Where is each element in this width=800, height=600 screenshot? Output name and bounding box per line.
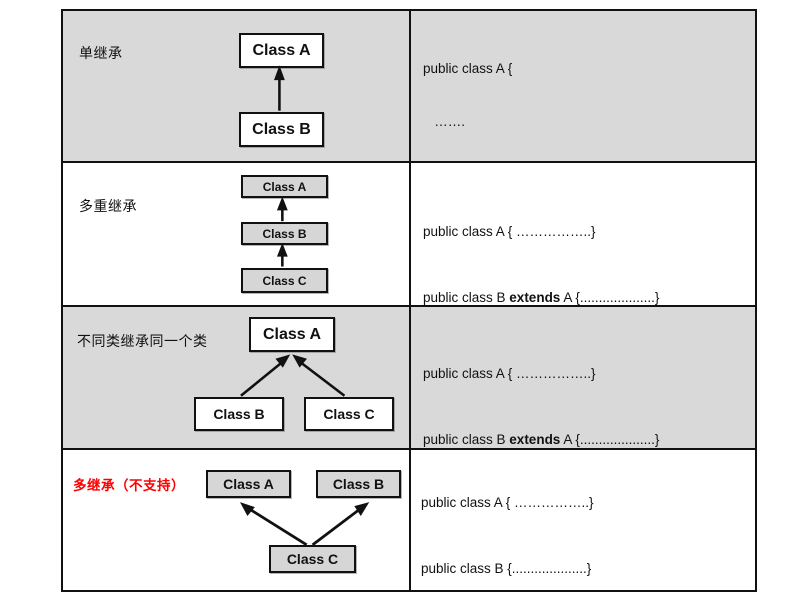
uml-class-box[interactable]: Class A — [206, 470, 291, 498]
code-cell-single-inheritance: public class A { ……. } public class B ex… — [411, 11, 755, 161]
code-line: public class B extends A {..............… — [423, 432, 660, 448]
code-line: ……. — [423, 113, 466, 129]
table-row: 不同类继承同一个类 Class A Class B Class C public… — [63, 307, 755, 450]
code-snippet: public class A { ……………..} public class B… — [421, 462, 596, 590]
code-snippet: public class A { ……. } public class B ex… — [423, 25, 580, 161]
diagram-cell-hierarchical-inheritance: 不同类继承同一个类 Class A Class B Class C — [63, 307, 411, 448]
uml-class-box[interactable]: Class A — [241, 175, 328, 198]
table-row: 多继承（不支持） Class A Class B Class C public … — [63, 450, 755, 590]
code-cell-multiple-inheritance: public class A { ……………..} public class B… — [411, 450, 755, 590]
category-label: 单继承 — [79, 45, 123, 61]
code-cell-hierarchical-inheritance: public class A { ……………..} public class B… — [411, 307, 755, 448]
code-line: public class B {....................} — [421, 561, 592, 577]
uml-class-box[interactable]: Class C — [304, 397, 394, 431]
code-snippet: public class A { ……………..} public class B… — [423, 191, 677, 305]
code-line: public class A { ……………..} — [423, 365, 596, 381]
uml-class-box[interactable]: Class C — [241, 268, 328, 293]
uml-class-box[interactable]: Class B — [239, 112, 324, 147]
code-cell-multilevel-inheritance: public class A { ……………..} public class B… — [411, 163, 755, 305]
code-snippet: public class A { ……………..} public class B… — [423, 333, 671, 448]
category-label: 多继承（不支持） — [73, 478, 185, 493]
uml-class-box[interactable]: Class B — [194, 397, 284, 431]
inheritance-arrows — [276, 196, 288, 267]
inheritance-comparison-table: 单继承 Class A Class B public class A { …….… — [61, 9, 757, 592]
uml-class-box[interactable]: Class B — [241, 222, 328, 245]
code-line: public class B extends A {..............… — [423, 290, 660, 305]
category-label: 多重继承 — [79, 198, 137, 214]
diagram-cell-single-inheritance: 单继承 Class A Class B — [63, 11, 411, 161]
category-label: 不同类继承同一个类 — [77, 333, 208, 349]
uml-class-box[interactable]: Class C — [269, 545, 356, 573]
uml-class-box[interactable]: Class B — [316, 470, 401, 498]
table-row: 多重继承 Class A Class B Class C public clas… — [63, 163, 755, 307]
inheritance-arrows — [273, 65, 285, 111]
diagram-cell-multiple-inheritance: 多继承（不支持） Class A Class B Class C — [63, 450, 411, 590]
uml-class-box[interactable]: Class A — [239, 33, 324, 68]
code-line: public class A { ……………..} — [421, 494, 594, 510]
diagram-cell-multilevel-inheritance: 多重继承 Class A Class B Class C — [63, 163, 411, 305]
table-row: 单继承 Class A Class B public class A { …….… — [63, 11, 755, 163]
code-line: public class A { ……………..} — [423, 223, 596, 239]
uml-class-box[interactable]: Class A — [249, 317, 335, 352]
code-line: public class A { — [423, 61, 513, 77]
